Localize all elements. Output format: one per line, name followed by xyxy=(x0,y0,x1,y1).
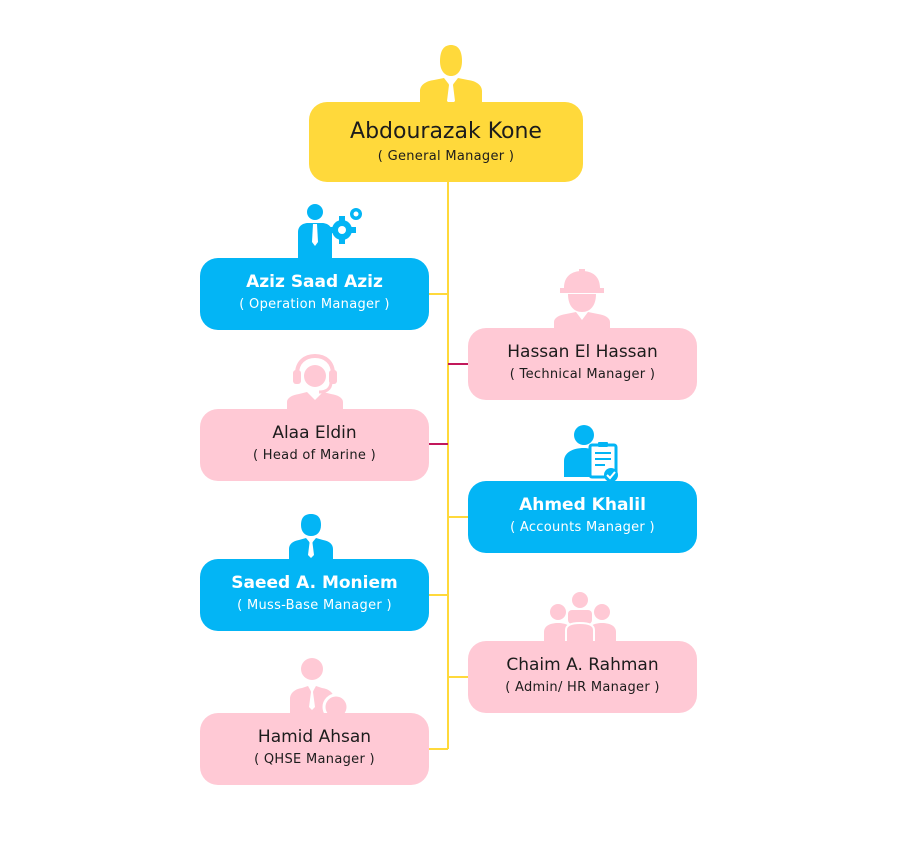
node-role: ( QHSE Manager ) xyxy=(254,752,375,767)
node-role: ( Operation Manager ) xyxy=(239,297,390,312)
org-node-accounts-manager[interactable]: Ahmed Khalil ( Accounts Manager ) xyxy=(468,481,697,553)
safety-manager-icon xyxy=(288,655,352,715)
node-name: Chaim A. Rahman xyxy=(506,655,659,675)
node-name: Abdourazak Kone xyxy=(350,119,542,144)
org-node-qhse-manager[interactable]: Hamid Ahsan ( QHSE Manager ) xyxy=(200,713,429,785)
node-role: ( Technical Manager ) xyxy=(509,367,656,382)
businessman-icon xyxy=(288,513,334,561)
node-name: Aziz Saad Aziz xyxy=(246,272,383,292)
node-name: Hamid Ahsan xyxy=(257,727,372,747)
node-role: ( Admin/ HR Manager ) xyxy=(505,680,660,695)
node-role: ( General Manager ) xyxy=(377,149,515,164)
org-node-head-of-marine[interactable]: Alaa Eldin ( Head of Marine ) xyxy=(200,409,429,481)
businessman-icon xyxy=(418,43,484,105)
node-role: ( Accounts Manager ) xyxy=(510,520,655,535)
org-node-muss-base-manager[interactable]: Saeed A. Moniem ( Muss-Base Manager ) xyxy=(200,559,429,631)
org-node-technical-manager[interactable]: Hassan El Hassan ( Technical Manager ) xyxy=(468,328,697,400)
org-node-admin-hr-manager[interactable]: Chaim A. Rahman ( Admin/ HR Manager ) xyxy=(468,641,697,713)
node-name: Alaa Eldin xyxy=(272,423,357,443)
node-role: ( Muss-Base Manager ) xyxy=(237,598,392,613)
node-name: Hassan El Hassan xyxy=(507,342,658,362)
team-group-icon xyxy=(542,590,618,642)
org-node-operation-manager[interactable]: Aziz Saad Aziz ( Operation Manager ) xyxy=(200,258,429,330)
headset-operator-icon xyxy=(283,352,347,410)
engineer-helmet-icon xyxy=(550,268,614,330)
user-checklist-icon xyxy=(560,421,622,483)
manager-gear-icon xyxy=(296,202,366,260)
org-node-general-manager[interactable]: Abdourazak Kone ( General Manager ) xyxy=(309,102,583,182)
node-role: ( Head of Marine ) xyxy=(253,448,376,463)
node-name: Ahmed Khalil xyxy=(519,495,646,515)
node-name: Saeed A. Moniem xyxy=(231,573,398,593)
